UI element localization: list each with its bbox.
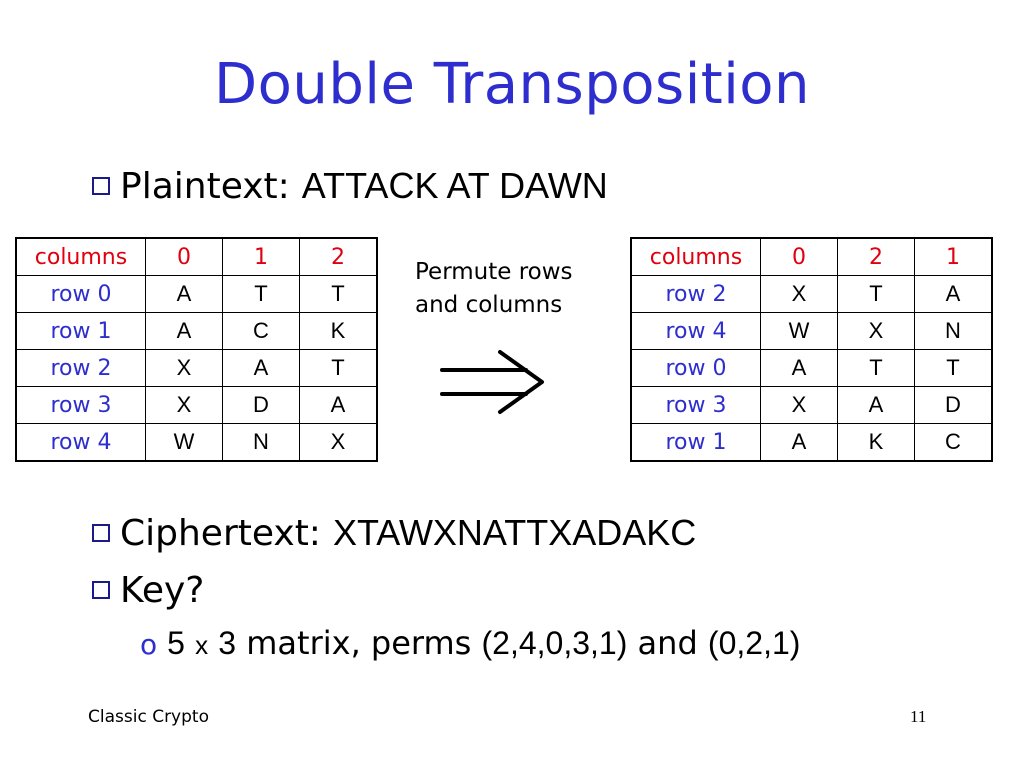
table-row: row 0 A T T [630, 349, 993, 387]
table-row: row 2 X T A [630, 275, 993, 313]
row-label: row 2 [15, 349, 146, 387]
table-cell: C [914, 423, 993, 462]
row-label: row 0 [15, 275, 146, 313]
table-cell: A [145, 312, 223, 350]
table-row: row 4 W X N [630, 312, 993, 350]
table-cell: X [837, 312, 915, 350]
table-cell: X [299, 423, 378, 462]
table-cell: X [760, 275, 838, 313]
table-cell: N [222, 423, 300, 462]
permute-note: Permute rows and columns [415, 256, 573, 322]
plaintext-bullet: Plaintext: ATTACK AT DAWN [92, 165, 608, 207]
row-label: row 1 [15, 312, 146, 350]
table-cell: C [222, 312, 300, 350]
permuted-matrix-table: columns 0 2 1 row 2 X T A row 4 W X N ro… [630, 237, 993, 462]
table-row: row 3 X D A [15, 386, 378, 424]
table-row: row 0 A T T [15, 275, 378, 313]
ciphertext-value: XTAWXNATTXADAKC [332, 512, 697, 553]
table-cell: T [299, 349, 378, 387]
table-cell: K [837, 423, 915, 462]
table-header-row: columns 0 2 1 [630, 237, 993, 276]
original-matrix-table: columns 0 1 2 row 0 A T T row 1 A C K ro… [15, 237, 378, 462]
row-perm: (2,4,0,3,1) [481, 625, 628, 661]
table-cell: A [299, 386, 378, 424]
checkbox-bullet-icon [92, 524, 110, 542]
table-header-row: columns 0 1 2 [15, 237, 378, 276]
row-label: row 4 [630, 312, 761, 350]
table-cell: W [760, 312, 838, 350]
header-cell: columns [630, 237, 761, 276]
row-label: row 4 [15, 423, 146, 462]
page-number: 11 [910, 707, 927, 726]
table-row: row 4 W N X [15, 423, 378, 462]
table-cell: D [914, 386, 993, 424]
slide-title: Double Transposition [213, 52, 811, 117]
table-row: row 3 X A D [630, 386, 993, 424]
implies-arrow-icon [440, 350, 544, 414]
header-cell: 2 [837, 237, 915, 276]
header-cell: 1 [914, 237, 993, 276]
table-cell: T [299, 275, 378, 313]
table-cell: A [837, 386, 915, 424]
table-cell: T [837, 349, 915, 387]
header-cell: 1 [222, 237, 300, 276]
plaintext-label: Plaintext: [120, 166, 290, 207]
table-cell: A [914, 275, 993, 313]
table-cell: T [222, 275, 300, 313]
matrix-rows: 5 [167, 625, 185, 661]
row-label: row 0 [630, 349, 761, 387]
ciphertext-label: Ciphertext: [120, 513, 321, 554]
key-label: Key? [120, 570, 205, 611]
row-label: row 2 [630, 275, 761, 313]
checkbox-bullet-icon [92, 177, 110, 195]
plaintext-value: ATTACK AT DAWN [301, 165, 608, 206]
col-perm: (0,2,1) [707, 625, 801, 661]
sub-bullet-marker: o [140, 628, 158, 661]
table-row: row 2 X A T [15, 349, 378, 387]
table-row: row 1 A C K [15, 312, 378, 350]
table-cell: A [222, 349, 300, 387]
checkbox-bullet-icon [92, 581, 110, 599]
header-cell: columns [15, 237, 146, 276]
table-cell: T [837, 275, 915, 313]
table-cell: D [222, 386, 300, 424]
matrix-perms-text: matrix, perms [246, 624, 472, 662]
table-cell: X [145, 386, 223, 424]
note-line: and columns [415, 292, 563, 318]
table-cell: T [914, 349, 993, 387]
table-cell: A [145, 275, 223, 313]
and-text: and [637, 624, 698, 662]
table-cell: N [914, 312, 993, 350]
table-cell: X [760, 386, 838, 424]
table-cell: K [299, 312, 378, 350]
row-label: row 1 [630, 423, 761, 462]
table-cell: A [760, 423, 838, 462]
row-label: row 3 [15, 386, 146, 424]
table-row: row 1 A K C [630, 423, 993, 462]
row-label: row 3 [630, 386, 761, 424]
footer-course-title: Classic Crypto [88, 707, 209, 727]
table-cell: X [145, 349, 223, 387]
matrix-cols: 3 [218, 625, 237, 661]
key-bullet: Key? [92, 570, 204, 611]
table-cell: A [760, 349, 838, 387]
note-line: Permute rows [415, 259, 573, 285]
header-cell: 2 [299, 237, 378, 276]
matrix-times: x [195, 630, 209, 660]
key-sub-bullet: o 5 x 3 matrix, perms (2,4,0,3,1) and (0… [140, 624, 800, 662]
ciphertext-bullet: Ciphertext: XTAWXNATTXADAKC [92, 512, 696, 554]
table-cell: W [145, 423, 223, 462]
header-cell: 0 [760, 237, 838, 276]
header-cell: 0 [145, 237, 223, 276]
